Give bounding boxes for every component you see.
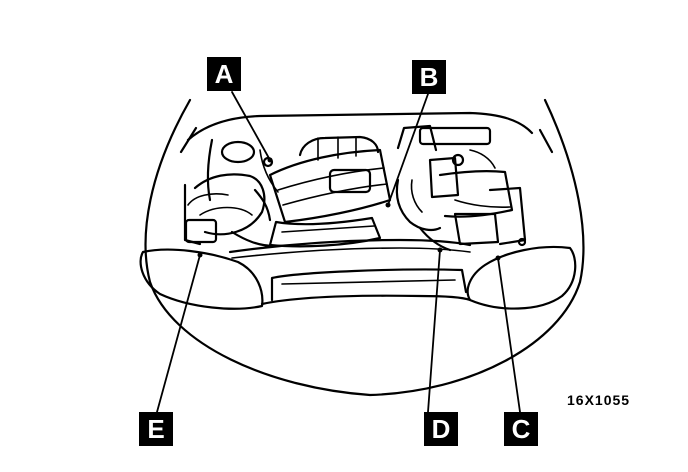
- leader-line-b: [387, 93, 429, 206]
- front-cross-hose: [228, 238, 472, 254]
- right-headlight: [466, 245, 577, 310]
- leader-line-a: [231, 91, 271, 161]
- callout-label-e: E: [139, 412, 173, 446]
- callout-label-d: D: [424, 412, 458, 446]
- leader-line-c: [497, 257, 521, 413]
- car-body-outline: [144, 98, 585, 397]
- callout-label-c: C: [504, 412, 538, 446]
- leader-endpoints: [197, 157, 501, 261]
- left-headlight: [139, 248, 264, 310]
- air-cleaner-and-intake: [395, 124, 527, 252]
- leader-line-e: [156, 254, 201, 413]
- battery-and-harness: [183, 138, 279, 248]
- callout-label-b: B: [412, 60, 446, 94]
- radiator-support: [260, 268, 472, 306]
- engine-block: [268, 135, 392, 248]
- front-cross-hose-lower: [231, 247, 471, 259]
- figure-code: 16X1055: [567, 392, 631, 408]
- leader-lines: [156, 91, 521, 413]
- leader-line-d: [427, 249, 441, 413]
- callout-label-a: A: [207, 57, 241, 91]
